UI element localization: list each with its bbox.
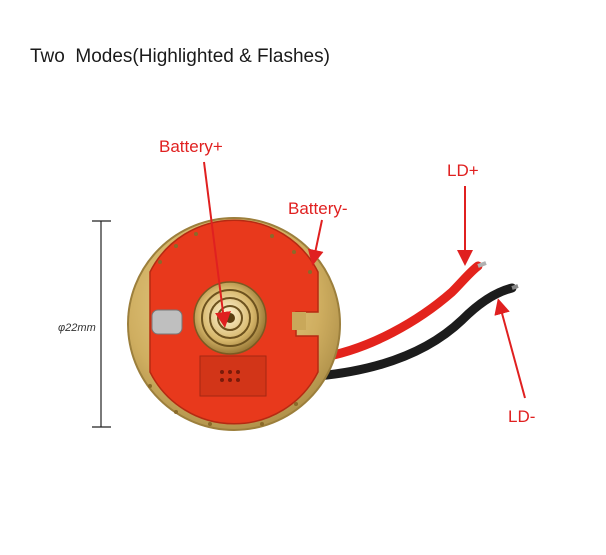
battery-minus-label: Battery-: [288, 199, 348, 218]
battery-plus-arrow: [203, 161, 231, 328]
battery-plus-label: Battery+: [159, 137, 223, 156]
ld-plus-label: LD+: [447, 161, 479, 180]
diameter-dimension-line: [92, 220, 111, 428]
red-wire: [313, 261, 483, 363]
solder-pad: [292, 312, 306, 330]
solder-pad: [151, 309, 183, 335]
page-title: Two Modes(Highlighted & Flashes): [30, 46, 330, 67]
ld-minus-arrow: [494, 298, 526, 399]
ld-minus-label: LD-: [508, 407, 536, 426]
diameter-label: φ22mm: [58, 322, 96, 334]
black-wire: [313, 283, 517, 381]
battery-minus-arrow: [307, 219, 324, 266]
battery-spring: [193, 281, 267, 355]
